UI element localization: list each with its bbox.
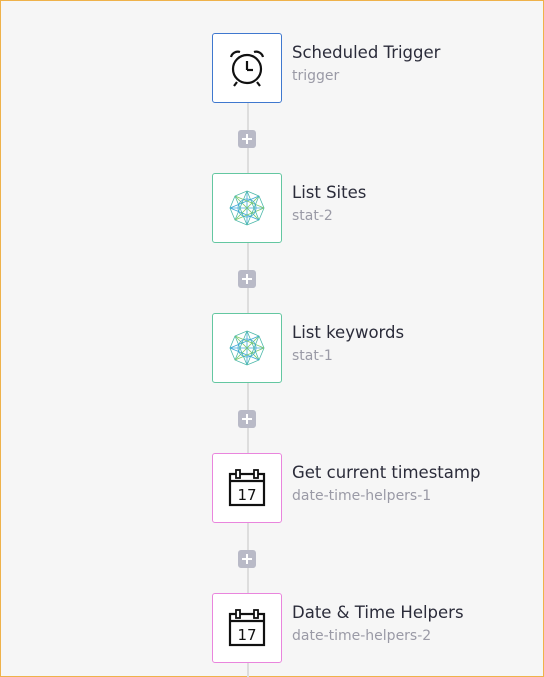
step-title: Date & Time Helpers [292, 603, 464, 622]
add-step-button[interactable] [238, 410, 256, 428]
calendar-day: 17 [237, 486, 256, 504]
network-sphere-icon [229, 190, 265, 226]
step-subtitle: stat-2 [292, 208, 333, 224]
step-icon-box [212, 173, 282, 243]
workflow-step-date-time-helpers[interactable]: 17 Date & Time Helpers date-time-helpers… [212, 593, 542, 663]
network-sphere-icon [229, 330, 265, 366]
step-icon-box [212, 313, 282, 383]
step-icon-box: 17 [212, 593, 282, 663]
workflow-step-scheduled-trigger[interactable]: Scheduled Trigger trigger [212, 33, 542, 103]
connector-line [247, 663, 249, 677]
workflow-step-list-keywords[interactable]: List keywords stat-1 [212, 313, 542, 383]
add-step-button[interactable] [238, 550, 256, 568]
step-subtitle: date-time-helpers-2 [292, 628, 432, 644]
calendar-icon: 17 [228, 609, 266, 647]
step-title: List Sites [292, 183, 367, 202]
add-step-button[interactable] [238, 270, 256, 288]
step-title: Get current timestamp [292, 463, 481, 482]
workflow-step-list-sites[interactable]: List Sites stat-2 [212, 173, 542, 243]
alarm-clock-icon [229, 50, 265, 87]
step-subtitle: trigger [292, 68, 340, 84]
step-subtitle: stat-1 [292, 348, 333, 364]
calendar-day: 17 [237, 626, 256, 644]
workflow-step-get-current-timestamp[interactable]: 17 Get current timestamp date-time-helpe… [212, 453, 542, 523]
add-step-button[interactable] [238, 130, 256, 148]
step-title: List keywords [292, 323, 405, 342]
step-subtitle: date-time-helpers-1 [292, 488, 432, 504]
step-icon-box [212, 33, 282, 103]
step-icon-box: 17 [212, 453, 282, 523]
step-title: Scheduled Trigger [292, 43, 441, 62]
calendar-icon: 17 [228, 469, 266, 507]
